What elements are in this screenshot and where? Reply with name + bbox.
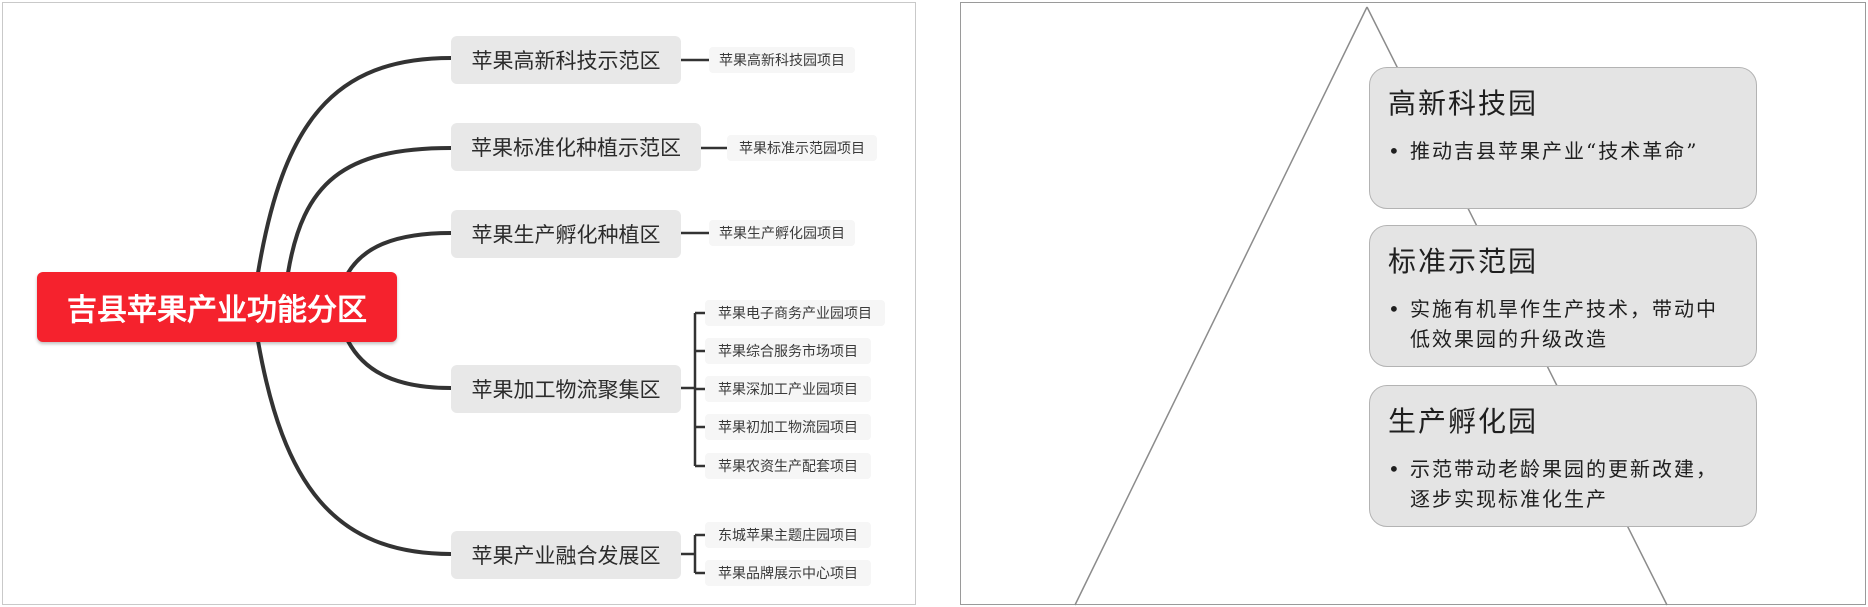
connector-branch-4 xyxy=(346,339,453,390)
connector-branch-3 xyxy=(346,231,453,275)
pyramid-card-incubation: 生产孵化园 示范带动老龄果园的更新改建，逐步实现标准化生产 xyxy=(1369,385,1757,527)
card-bullet: 实施有机旱作生产技术，带动中低效果园的升级改造 xyxy=(1388,294,1738,354)
leaf-item: 苹果高新科技园项目 xyxy=(709,47,855,73)
pyramid-card-high-tech: 高新科技园 推动吉县苹果产业“技术革命” xyxy=(1369,67,1757,209)
connector-branch-1 xyxy=(256,56,453,275)
card-title: 标准示范园 xyxy=(1388,245,1539,278)
connector-leaves-5 xyxy=(681,533,705,575)
mindmap-connectors xyxy=(256,56,727,575)
leaf-item: 苹果深加工产业园项目 xyxy=(705,376,871,402)
mindmap-panel: 吉县苹果产业功能分区 苹果高新科技示范区 苹果标准化种植示范区 苹果生产孵化种植… xyxy=(2,2,916,605)
connector-leaves-4 xyxy=(681,311,705,468)
pyramid-panel: 高新科技园 推动吉县苹果产业“技术革命” 标准示范园 实施有机旱作生产技术，带动… xyxy=(960,2,1866,606)
leaf-item: 苹果农资生产配套项目 xyxy=(705,453,871,479)
card-title: 生产孵化园 xyxy=(1388,405,1539,438)
leaf-item: 苹果综合服务市场项目 xyxy=(705,338,871,364)
connector-branch-2 xyxy=(286,146,453,275)
leaf-item: 苹果标准示范园项目 xyxy=(727,135,877,161)
card-bullet: 推动吉县苹果产业“技术革命” xyxy=(1388,136,1738,166)
mindmap-root: 吉县苹果产业功能分区 xyxy=(37,272,397,342)
card-title: 高新科技园 xyxy=(1388,87,1539,120)
branch-standard-planting: 苹果标准化种植示范区 xyxy=(451,123,701,171)
branch-industry-integration: 苹果产业融合发展区 xyxy=(451,531,681,579)
connector-branch-5 xyxy=(256,339,453,556)
pyramid-card-standard: 标准示范园 实施有机旱作生产技术，带动中低效果园的升级改造 xyxy=(1369,225,1757,367)
leaf-item: 苹果品牌展示中心项目 xyxy=(705,560,871,586)
leaf-item: 苹果电子商务产业园项目 xyxy=(705,300,885,326)
branch-processing-logistics: 苹果加工物流聚集区 xyxy=(451,365,681,413)
branch-production-incubation: 苹果生产孵化种植区 xyxy=(451,210,681,258)
leaf-item: 苹果初加工物流园项目 xyxy=(705,414,871,440)
card-bullet: 示范带动老龄果园的更新改建，逐步实现标准化生产 xyxy=(1388,454,1738,514)
branch-high-tech: 苹果高新科技示范区 xyxy=(451,36,681,84)
leaf-item: 苹果生产孵化园项目 xyxy=(709,220,855,246)
leaf-item: 东城苹果主题庄园项目 xyxy=(705,522,871,548)
